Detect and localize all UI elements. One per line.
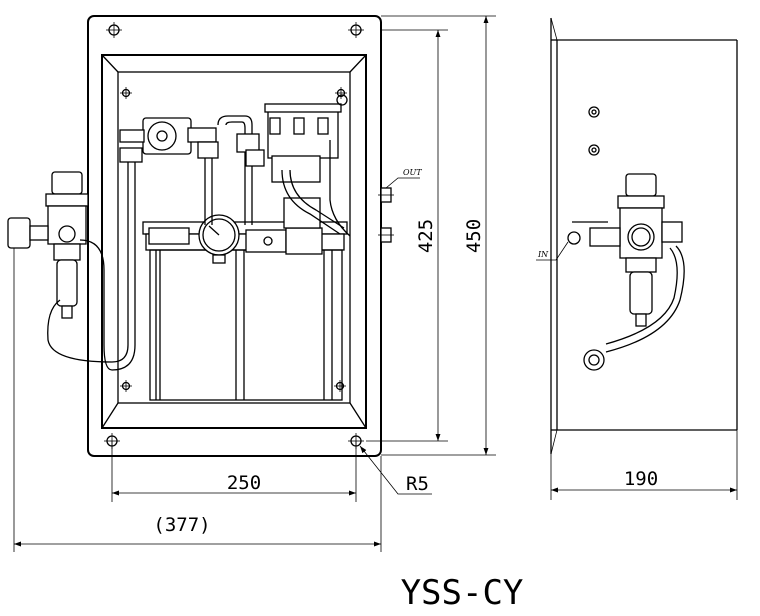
dim-width-overall: (377) bbox=[153, 514, 210, 536]
front-box-inner bbox=[117, 71, 351, 404]
tubing bbox=[111, 115, 351, 371]
front-box-outer bbox=[101, 54, 367, 429]
dimension-lines bbox=[13, 15, 738, 552]
oil-tank bbox=[142, 221, 348, 401]
filter-unit bbox=[119, 117, 217, 163]
in-label: IN bbox=[537, 250, 549, 259]
model-title: YSS-CY bbox=[401, 573, 524, 613]
air-regulator-side: IN bbox=[536, 173, 685, 371]
dim-height-inner: 425 bbox=[415, 219, 437, 253]
side-fittings: OUT bbox=[378, 168, 422, 243]
dim-height-overall: 450 bbox=[463, 219, 485, 253]
out-label: OUT bbox=[403, 168, 422, 177]
dim-depth: 190 bbox=[624, 468, 658, 490]
side-view: IN bbox=[536, 17, 738, 455]
dim-corner-radius: R5 bbox=[406, 473, 429, 495]
side-screw-icon bbox=[588, 106, 600, 156]
front-view: OUT bbox=[7, 15, 422, 457]
dim-width-inner: 250 bbox=[227, 472, 261, 494]
pump-unit bbox=[264, 94, 348, 229]
air-regulator-left bbox=[7, 171, 113, 371]
pressure-gauge-icon bbox=[198, 214, 240, 264]
screw-icon bbox=[120, 87, 347, 392]
